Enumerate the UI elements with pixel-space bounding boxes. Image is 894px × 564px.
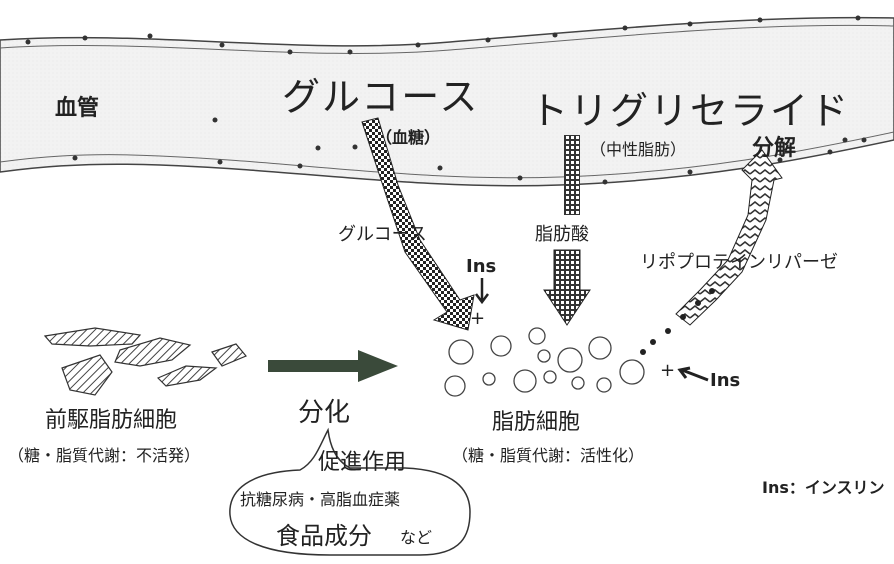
fatty-acid-label: 脂肪酸: [535, 224, 589, 245]
food-components: 食品成分: [276, 522, 372, 550]
etc-suffix: など: [400, 528, 433, 547]
fatty-acid-arrow: [543, 249, 591, 326]
triglyceride-sub: （中性脂肪）: [590, 140, 687, 159]
fatty-acid-column-top: [564, 135, 580, 215]
adipocytes: [444, 327, 645, 397]
promotion-heading: 促進作用: [318, 450, 407, 475]
ins-right-arrow: [677, 366, 709, 382]
preadipocytes: [43, 327, 247, 396]
adipocyte-sub: （糖・脂質代謝：活性化）: [452, 446, 645, 465]
glucose-pathway-label: グルコース: [338, 224, 427, 245]
ins-right-label: Ins: [710, 370, 741, 391]
decompose-label: 分解: [752, 136, 797, 161]
differentiation-arrow: [268, 350, 398, 382]
triglyceride-title: トリグリセライド: [530, 89, 851, 133]
differentiation-label: 分化: [298, 398, 351, 428]
blood-vessel: [0, 16, 894, 187]
plus-sign-right: +: [660, 360, 675, 381]
drugs-line: 抗糖尿病・高脂血症薬: [240, 490, 401, 509]
preadipocyte-sub: （糖・脂質代謝：不活発）: [8, 446, 201, 465]
preadipocyte-title: 前駆脂肪細胞: [45, 408, 178, 433]
vessel-wall-dots: [25, 15, 867, 185]
glucose-arrow: [361, 117, 475, 331]
ins-legend: Ins：インスリン: [762, 478, 885, 497]
adipocyte-title: 脂肪細胞: [492, 410, 581, 435]
vessel-label: 血管: [55, 96, 100, 121]
ins-top-arrow: [475, 278, 489, 305]
lipase-dots: [640, 288, 715, 355]
glucose-title: グルコース: [282, 75, 480, 119]
plus-sign-top: +: [470, 308, 485, 329]
speech-bubble: [229, 427, 471, 556]
glucose-sub: （血糖）: [376, 128, 441, 147]
ins-top-label: Ins: [466, 256, 497, 277]
lipase-arrow: [675, 149, 783, 326]
lipase-label: リポプロテインリパーゼ: [640, 252, 838, 273]
